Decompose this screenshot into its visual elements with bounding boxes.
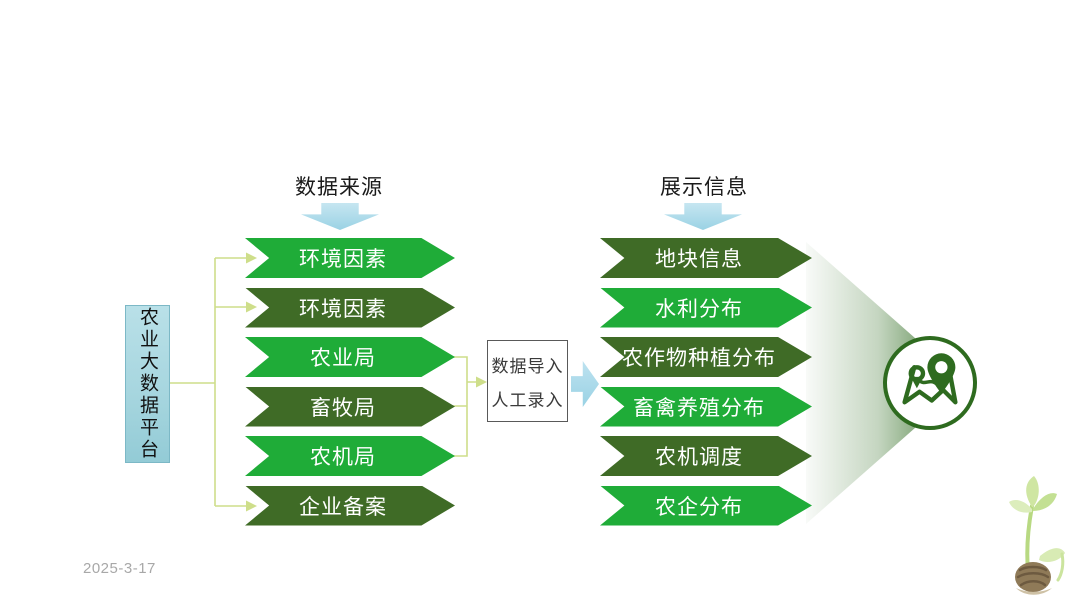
platform-label: 农业大数据平台 [137, 307, 158, 461]
source-item: 农业局 [245, 337, 455, 377]
source-item: 环境因素 [245, 287, 455, 328]
platform-box: 农业大数据平台 [125, 305, 170, 463]
display-item: 畜禽养殖分布 [600, 386, 812, 427]
slide-date: 2025-3-17 [83, 560, 156, 577]
source-item: 畜牧局 [245, 386, 455, 427]
display-item: 水利分布 [600, 287, 812, 328]
map-location-pins-icon [902, 353, 958, 405]
transfer-line-1: 数据导入 [491, 356, 564, 376]
display-item: 农作物种植分布 [600, 337, 812, 377]
transfer-box: 数据导入 人工录入 [487, 340, 568, 422]
source-item: 农机局 [245, 436, 455, 476]
display-item: 地块信息 [600, 238, 812, 278]
map-badge [883, 336, 977, 430]
sources-arrow-list: 环境因素 环境因素 农业局 畜牧局 农机局 企业备案 [245, 238, 455, 526]
sprout-seedling-image [1009, 476, 1065, 595]
source-item: 企业备案 [245, 485, 455, 526]
display-section-title: 展示信息 [660, 176, 748, 199]
sources-section-title: 数据来源 [295, 176, 383, 199]
source-item: 环境因素 [245, 238, 455, 278]
transfer-line-2: 人工录入 [491, 390, 564, 410]
display-item: 农机调度 [600, 436, 812, 476]
display-item: 农企分布 [600, 485, 812, 526]
display-arrow-list: 地块信息 水利分布 农作物种植分布 畜禽养殖分布 农机调度 农企分布 [600, 238, 812, 526]
